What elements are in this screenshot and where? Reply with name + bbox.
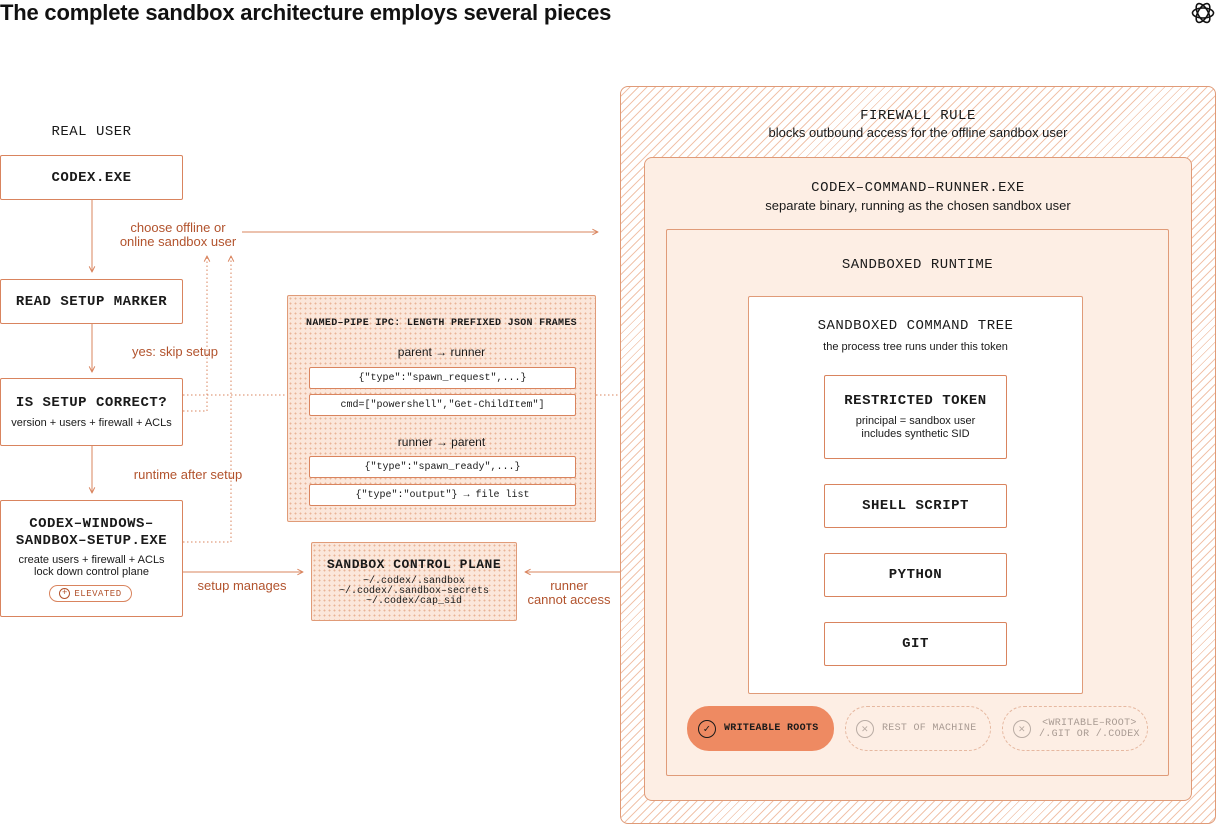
ipc-frame-output: {"type":"output"} → file list (309, 484, 576, 506)
edge-label-runner-line1: runner (550, 578, 588, 593)
openai-logo-icon (1190, 0, 1216, 26)
read-setup-marker-label: READ SETUP MARKER (15, 293, 168, 310)
is-setup-correct-node: IS SETUP CORRECT? version + users + fire… (0, 378, 183, 446)
runner-sub: separate binary, running as the chosen s… (765, 198, 1071, 213)
firewall-title: FIREWALL RULE (860, 108, 976, 124)
git-codex-label-line2: /.GIT OR /.CODEX (1039, 728, 1140, 740)
rest-of-machine-pill: ✕ REST OF MACHINE (845, 706, 991, 751)
control-plane-path-cap-sid: ~/.codex/cap_sid (365, 596, 462, 607)
git-label: GIT (902, 636, 929, 652)
git-node: GIT (824, 622, 1007, 666)
ipc-frame-spawn-ready: {"type":"spawn_ready",...} (309, 456, 576, 478)
control-plane-path-secrets: ~/.codex/.sandbox–secrets (338, 586, 490, 597)
plus-circle-icon: + (59, 588, 71, 599)
ipc-parent-to-runner: parent → runner (397, 345, 486, 359)
codex-exe-node: CODEX.EXE (0, 155, 183, 200)
elevated-badge: + ELEVATED (49, 585, 132, 602)
setup-exe-title-line1: CODEX–WINDOWS– (29, 516, 154, 532)
writeable-roots-pill: ✓ WRITEABLE ROOTS (687, 706, 834, 751)
sandbox-control-plane-box: SANDBOX CONTROL PLANE ~/.codex/.sandbox … (311, 542, 517, 621)
restricted-token-node: RESTRICTED TOKEN principal = sandbox use… (824, 375, 1007, 459)
windows-sandbox-setup-node: CODEX–WINDOWS– SANDBOX–SETUP.EXE create … (0, 500, 183, 617)
shell-script-label: SHELL SCRIPT (862, 498, 969, 514)
restricted-token-sub2: includes synthetic SID (861, 428, 970, 440)
edge-label-runner-line2: cannot access (527, 592, 611, 607)
tree-sub: the process tree runs under this token (823, 341, 1008, 353)
restricted-token-sub1: principal = sandbox user (855, 415, 976, 427)
control-plane-path-sandbox: ~/.codex/.sandbox (362, 576, 466, 587)
is-setup-correct-label: IS SETUP CORRECT? (15, 395, 168, 411)
runtime-title: SANDBOXED RUNTIME (841, 257, 994, 273)
edge-label-runtime-after-setup: runtime after setup (133, 467, 243, 482)
git-codex-label: <WRITABLE–ROOT> /.GIT OR /.CODEX (1039, 718, 1140, 740)
edge-label-choose-user: choose offline or online sandbox user (108, 221, 248, 249)
x-circle-icon: ✕ (1013, 719, 1031, 738)
edge-label-choose-line2: online sandbox user (119, 234, 237, 249)
edge-label-runner-cannot-access: runner cannot access (518, 579, 620, 607)
control-plane-title: SANDBOX CONTROL PLANE (326, 557, 502, 572)
writeable-roots-label: WRITEABLE ROOTS (724, 723, 819, 734)
codex-exe-label: CODEX.EXE (51, 169, 132, 186)
is-setup-correct-sub: version + users + firewall + ACLs (11, 417, 172, 429)
runner-title: CODEX–COMMAND–RUNNER.EXE (811, 180, 1025, 196)
firewall-sub: blocks outbound access for the offline s… (768, 125, 1068, 140)
ipc-frame-spawn-request: {"type":"spawn_request",...} (309, 367, 576, 389)
x-circle-icon: ✕ (856, 719, 874, 738)
ipc-title: NAMED–PIPE IPC: LENGTH PREFIXED JSON FRA… (306, 318, 577, 329)
edge-label-skip-setup: yes: skip setup (132, 344, 218, 359)
restricted-token-title: RESTRICTED TOKEN (844, 393, 987, 409)
shell-script-node: SHELL SCRIPT (824, 484, 1007, 528)
git-codex-label-line1: <WRITABLE–ROOT> (1042, 717, 1137, 729)
tree-title: SANDBOXED COMMAND TREE (817, 318, 1014, 334)
setup-exe-sub-line1: create users + firewall + ACLs (18, 554, 165, 566)
check-circle-icon: ✓ (698, 719, 716, 738)
named-pipe-ipc-box: NAMED–PIPE IPC: LENGTH PREFIXED JSON FRA… (287, 295, 596, 522)
read-setup-marker-node: READ SETUP MARKER (0, 279, 183, 324)
page-title: The complete sandbox architecture employ… (0, 0, 612, 25)
edge-label-setup-manages: setup manages (197, 578, 287, 593)
setup-exe-sub-line2: lock down control plane (34, 566, 149, 578)
elevated-badge-label: ELEVATED (74, 588, 122, 599)
python-node: PYTHON (824, 553, 1007, 597)
edge-label-choose-line1: choose offline or (130, 220, 226, 235)
ipc-runner-to-parent: runner → parent (397, 435, 486, 449)
git-codex-pill: ✕ <WRITABLE–ROOT> /.GIT OR /.CODEX (1002, 706, 1148, 751)
rest-of-machine-label: REST OF MACHINE (882, 723, 977, 734)
setup-exe-title-line2: SANDBOX–SETUP.EXE (15, 533, 168, 549)
ipc-frame-cmd: cmd=["powershell","Get-ChildItem"] (309, 394, 576, 416)
python-label: PYTHON (888, 567, 943, 583)
real-user-label: REAL USER (51, 124, 132, 140)
